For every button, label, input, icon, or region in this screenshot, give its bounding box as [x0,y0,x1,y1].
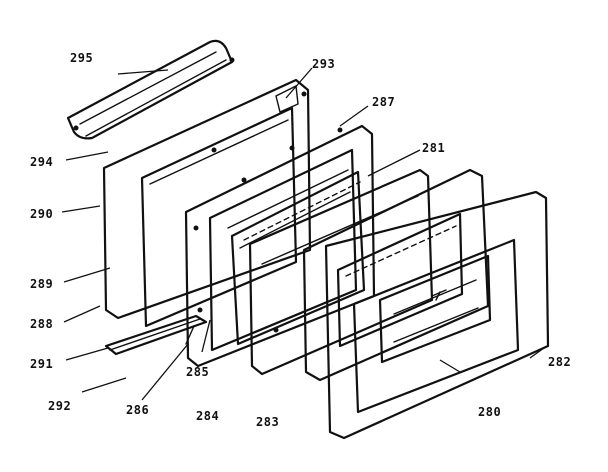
callout-284: 284 [196,409,219,423]
callout-291: 291 [30,357,53,371]
part-282-window-frame [302,168,490,382]
callout-294: 294 [30,155,53,169]
callout-labels: 295 293 287 294 281 290 289 288 291 285 … [30,51,571,429]
part-287-inner-liner [184,124,376,368]
callout-288: 288 [30,317,53,331]
part-281-insulation [230,170,366,346]
callout-285: 285 [186,365,209,379]
callout-290: 290 [30,207,53,221]
part-286-screw [185,325,195,345]
callout-280: 280 [478,405,501,419]
part-280-front-door [324,190,550,440]
callout-282: 282 [548,355,571,369]
leader-lines [61,67,545,401]
callout-283: 283 [256,415,279,429]
callout-293: 293 [312,57,335,71]
callout-292: 292 [48,399,71,413]
callout-289: 289 [30,277,53,291]
callout-281: 281 [422,141,445,155]
callout-287: 287 [372,95,395,109]
part-291-bottom-trim [104,314,208,356]
part-293-bracket [275,84,299,113]
part-295-top-trim [66,39,235,140]
callout-286: 286 [126,403,149,417]
part-290-outer-panel [102,78,312,328]
callout-295: 295 [70,51,93,65]
